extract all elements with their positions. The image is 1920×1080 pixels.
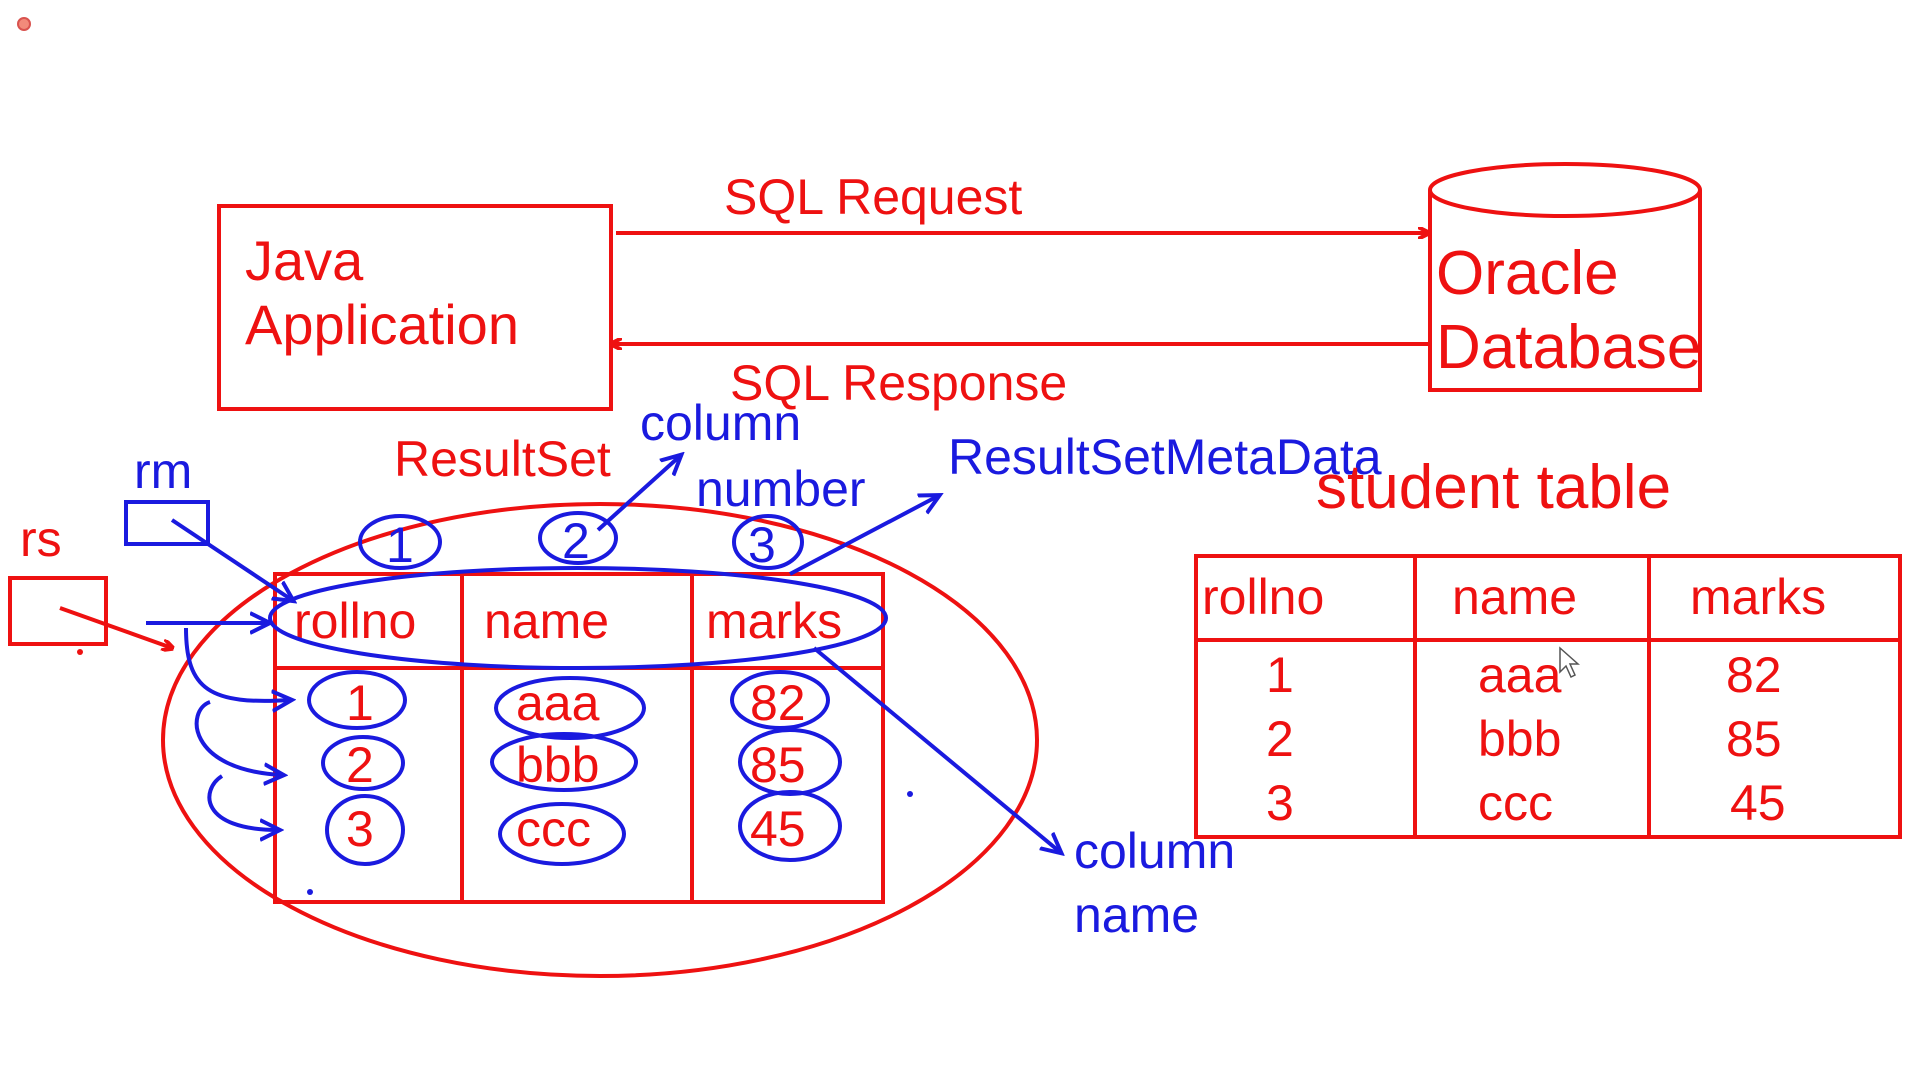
mouse-pointer-icon — [1559, 646, 1580, 679]
rs-cell-r3-rollno: 3 — [346, 801, 374, 857]
rs-cell-r3-marks: 45 — [750, 801, 806, 857]
rs-cell-r2-marks: 85 — [750, 737, 806, 793]
ink-dot — [77, 649, 83, 655]
column-number-line2: number — [696, 461, 866, 517]
rs-pointer: rs — [8, 511, 172, 648]
java-application-box: Java Application — [217, 204, 613, 411]
column-name-line1: column — [1074, 823, 1235, 879]
rm-box — [124, 500, 210, 546]
rs-cell-r1-rollno: 1 — [346, 675, 374, 731]
st-cell-r2-rollno: 2 — [1266, 711, 1294, 767]
recording-dot-icon — [17, 17, 31, 31]
rs-cell-r2-name: bbb — [516, 737, 599, 793]
column-index-markers: 1 2 3 — [358, 511, 804, 573]
cursor-next-arrows — [146, 623, 290, 830]
st-cell-r2-marks: 85 — [1726, 711, 1782, 767]
student-table-title: student table — [1316, 453, 1671, 522]
st-cell-r2-name: bbb — [1478, 711, 1561, 767]
st-header-marks: marks — [1690, 569, 1826, 625]
st-cell-r3-rollno: 3 — [1266, 775, 1294, 831]
student-table: rollno name marks 1 aaa 82 2 bbb 85 3 cc… — [1194, 554, 1902, 839]
st-cell-r1-name: aaa — [1478, 647, 1562, 703]
java-app-line1: Java — [245, 229, 364, 292]
cell-highlights — [307, 670, 842, 866]
metadata-label: ResultSetMetaData — [948, 429, 1382, 485]
java-app-line2: Application — [245, 293, 519, 356]
rm-pointer: rm — [124, 443, 292, 600]
database-line2: Database — [1436, 313, 1701, 382]
sql-request-label: SQL Request — [724, 169, 1022, 225]
rm-label: rm — [134, 443, 192, 499]
rs-cell-r1-marks: 82 — [750, 675, 806, 731]
column-name-annotation: column name — [812, 646, 1235, 943]
rs-header-rollno: rollno — [294, 593, 416, 649]
oracle-database-cylinder: Oracle Database — [1428, 162, 1702, 392]
sql-response-label: SQL Response — [730, 355, 1067, 411]
rs-header-name: name — [484, 593, 609, 649]
st-cell-r1-rollno: 1 — [1266, 647, 1294, 703]
rs-label: rs — [20, 511, 62, 567]
st-cell-r3-name: ccc — [1478, 775, 1553, 831]
sql-request-arrow: SQL Request — [616, 169, 1428, 233]
column-index-3: 3 — [748, 517, 776, 573]
column-index-1: 1 — [386, 517, 414, 573]
rs-cell-r2-rollno: 2 — [346, 737, 374, 793]
column-number-annotation: column number — [596, 395, 866, 532]
st-header-rollno: rollno — [1202, 569, 1324, 625]
sql-response-arrow: SQL Response — [612, 344, 1428, 411]
resultset-ellipse — [161, 502, 1039, 978]
column-name-line2: name — [1074, 887, 1199, 943]
rs-header-marks: marks — [706, 593, 842, 649]
st-header-name: name — [1452, 569, 1577, 625]
column-index-2: 2 — [562, 513, 590, 569]
st-cell-r1-marks: 82 — [1726, 647, 1782, 703]
ink-dot — [907, 791, 913, 797]
column-number-line1: column — [640, 395, 801, 451]
database-line1: Oracle — [1436, 239, 1619, 308]
st-cell-r3-marks: 45 — [1730, 775, 1786, 831]
rs-box — [8, 576, 108, 646]
resultset-label: ResultSet — [394, 431, 611, 487]
metadata-annotation: ResultSetMetaData — [789, 429, 1382, 576]
ink-dot — [307, 889, 313, 895]
